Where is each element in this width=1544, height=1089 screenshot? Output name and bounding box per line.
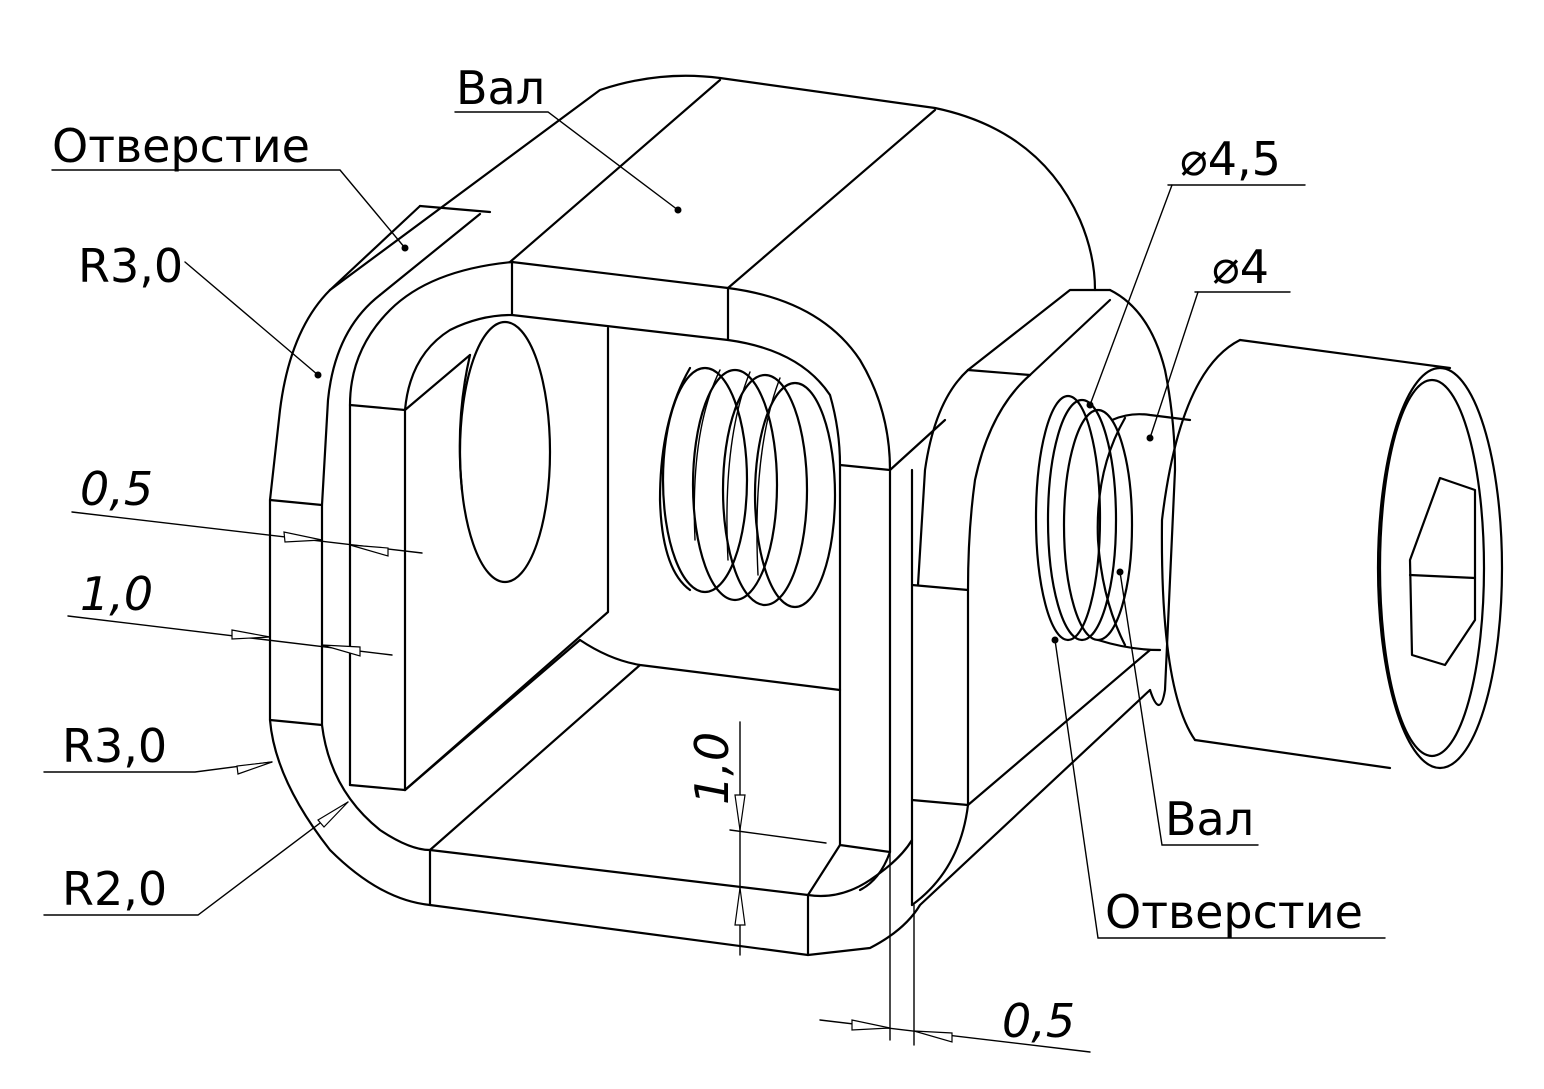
bracket-outer-shell (268, 74, 1152, 957)
right-shaft (1034, 394, 1192, 652)
through-hole (458, 320, 552, 584)
label-wall-thickness: 1,0 (80, 567, 153, 621)
label-gap-thickness: 0,5 (80, 462, 153, 516)
label-diameter-shaft: ⌀4 (1212, 240, 1269, 294)
threaded-shaft (658, 366, 837, 609)
label-shaft-top: Вал (456, 61, 545, 115)
label-hole-right: Отверстие (1105, 885, 1363, 939)
leader-lines (43, 111, 1386, 1053)
label-bottom-thickness: 1,0 (685, 732, 739, 805)
label-radius-inner: R2,0 (62, 862, 167, 916)
label-radius-lower: R3,0 (62, 719, 167, 773)
socket-head-screw (1160, 338, 1504, 770)
label-shaft-right: Вал (1165, 792, 1254, 846)
bracket-right-ear (910, 288, 1177, 907)
label-diameter-hole: ⌀4,5 (1180, 132, 1281, 186)
label-radius-upper: R3,0 (78, 239, 183, 293)
label-bottom-gap: 0,5 (1002, 994, 1075, 1048)
label-hole-top: Отверстие (52, 119, 310, 173)
